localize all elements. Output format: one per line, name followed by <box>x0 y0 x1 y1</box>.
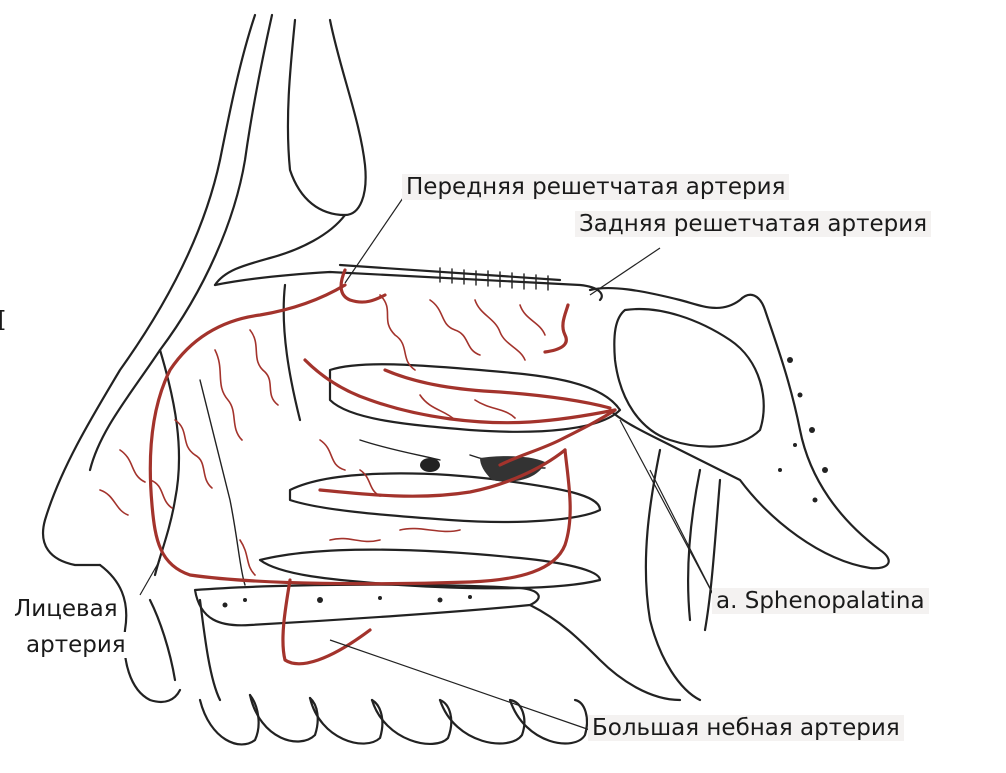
leader-greater-palatine <box>330 640 590 730</box>
artery-network <box>100 270 615 664</box>
label-anterior-ethmoidal-artery: Передняя решетчатая артерия <box>402 174 789 200</box>
label-posterior-ethmoidal-artery: Задняя решетчатая артерия <box>575 211 931 237</box>
hard-palate <box>195 585 680 700</box>
label-greater-palatine-artery: Большая небная артерия <box>588 715 904 741</box>
leader-posterior-ethmoidal <box>590 248 660 295</box>
sphenoid-sinus <box>590 288 889 568</box>
label-facial-artery-line1: Лицевая <box>10 596 122 622</box>
lateral-wall-outline <box>155 285 300 585</box>
label-sphenopalatine-artery: a. Sphenopalatina <box>712 588 929 614</box>
teeth-row <box>200 695 587 744</box>
leader-sphenopalatine-2 <box>650 470 715 598</box>
posterior-ethmoidal-artery <box>545 305 568 352</box>
label-facial-artery-line2: артерия <box>22 632 130 658</box>
edge-bracket-mark: [ <box>0 308 11 333</box>
leader-facial <box>140 560 160 595</box>
pterygoid-plates <box>646 450 720 700</box>
